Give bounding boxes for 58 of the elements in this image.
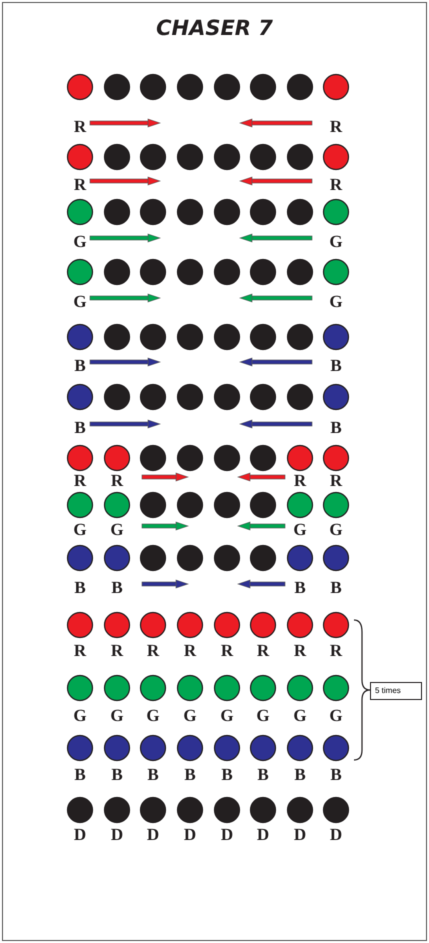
channel-letter: B [330, 579, 342, 597]
channel-letter: B [330, 419, 342, 437]
channel-letter: G [146, 707, 160, 725]
channel-letter: G [329, 707, 343, 725]
channel-letter: R [74, 176, 86, 194]
channel-letter: G [256, 707, 270, 725]
title: CHASER 7 [155, 16, 274, 40]
channel-letter: B [221, 766, 233, 784]
channel-letter: D [220, 826, 234, 844]
channel-letter: G [183, 707, 197, 725]
channel-letter: B [184, 766, 196, 784]
channel-letter: R [74, 472, 86, 490]
channel-letter: R [330, 642, 342, 660]
channel-letter: D [74, 826, 86, 844]
channel-letter: R [184, 642, 196, 660]
channel-letter: G [73, 521, 87, 539]
channel-letter: R [110, 642, 124, 660]
channel-letter: G [220, 707, 234, 725]
channel-letter: G [110, 707, 124, 725]
channel-letter: D [110, 826, 124, 844]
channel-letter: R [294, 472, 306, 490]
channel-letter: G [73, 293, 87, 311]
channel-letter: D [184, 826, 196, 844]
channel-letter: R [146, 642, 160, 660]
channel-letter: B [147, 766, 159, 784]
channel-letter: G [73, 707, 87, 725]
channel-letter: B [74, 766, 86, 784]
channel-letter: B [294, 579, 306, 597]
channel-letter: G [329, 233, 343, 251]
channel-letter: D [256, 826, 270, 844]
channel-letter: B [294, 766, 306, 784]
channel-letter: R [110, 472, 124, 490]
channel-letter: B [111, 579, 123, 597]
channel-letter: B [330, 766, 342, 784]
channel-letter: R [74, 118, 86, 136]
channel-letter: R [330, 176, 342, 194]
channel-letter: G [293, 707, 307, 725]
channel-letter: B [330, 357, 342, 375]
channel-letter: D [330, 826, 342, 844]
channel-letter: R [294, 642, 306, 660]
channel-letter: B [111, 766, 123, 784]
channel-letter: D [146, 826, 160, 844]
channel-letter: R [330, 118, 342, 136]
channel-letter: B [257, 766, 269, 784]
channel-letter: R [330, 472, 342, 490]
channel-letter: R [74, 642, 86, 660]
channel-letter: B [74, 419, 86, 437]
channel-letter: G [293, 521, 307, 539]
channel-letter: B [74, 357, 86, 375]
channel-letter: G [110, 521, 124, 539]
channel-letter: R [220, 642, 234, 660]
note-box: 5 times [370, 682, 422, 700]
channel-letter: G [73, 233, 87, 251]
channel-letter: G [329, 521, 343, 539]
channel-letter: G [329, 293, 343, 311]
channel-letter: D [294, 826, 306, 844]
channel-letter: B [74, 579, 86, 597]
channel-letter: R [256, 642, 270, 660]
